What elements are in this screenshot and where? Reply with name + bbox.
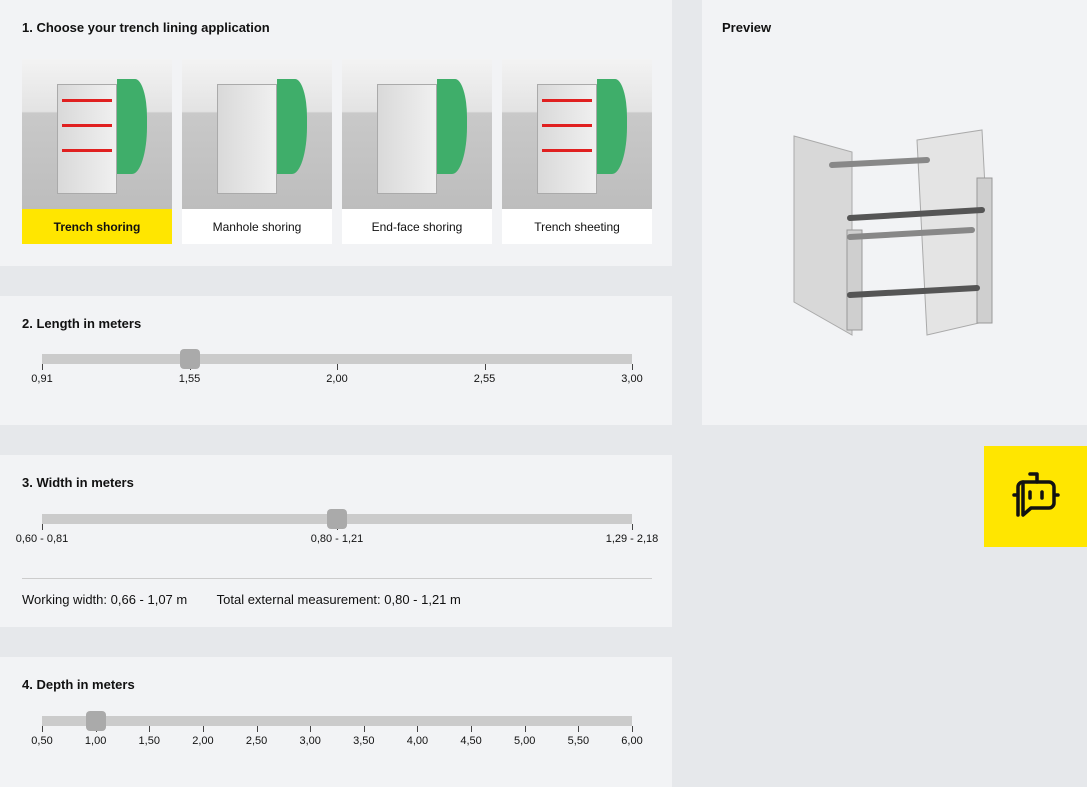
application-image [22,59,172,209]
slider-tick [417,726,419,732]
width-panel: 3. Width in meters 0,60 - 0,81 0,80 - 1,2… [0,455,672,627]
slider-tick [632,726,633,732]
slider-tick-label: 1,55 [178,373,201,385]
slider-tick-label: 6,00 [621,735,643,747]
slider-tick-label: 5,00 [514,735,536,747]
application-option-trench-shoring[interactable]: Trench shoring [22,59,172,244]
slider-tick [42,524,43,530]
depth-slider[interactable]: 0,50 1,00 1,50 2,00 2,50 3,00 3,50 4,00 4,50 5,00… [31,711,643,747]
slider-tick [524,726,526,732]
slider-tick-label: 3,50 [353,735,375,747]
application-label: End-face shoring [371,219,463,234]
application-options: Trench shoring Manhole shoring End-face sh… [22,59,652,244]
slider-tick [42,726,43,732]
slider-tick [471,726,473,732]
slider-tick-label: 3,00 [299,735,321,747]
slider-tick [632,364,633,370]
application-label: Manhole shoring [212,219,302,234]
depth-panel: 4. Depth in meters 0,50 1,00 1,50 2,00 2,50 3… [0,657,672,787]
slider-tick-label: 5,50 [567,735,590,747]
slider-tick [202,726,204,732]
slider-tick-label: 1,50 [138,735,160,747]
slider-tick [484,364,486,370]
length-slider[interactable]: 0,91 1,55 2,00 2,55 3,00 [31,349,643,385]
application-option-trench-sheeting[interactable]: Trench sheeting [502,59,652,244]
slider-thumb[interactable] [85,711,106,731]
slider-tick-label: 3,00 [621,373,643,385]
slider-tick-label: 0,91 [31,373,53,385]
width-slider[interactable]: 0,60 - 0,81 0,80 - 1,21 1,29 - 2,18 [16,509,658,545]
slider-tick-label: 2,50 [245,735,268,747]
depth-title: 4. Depth in meters [22,677,135,692]
application-image [502,59,652,209]
application-title: 1. Choose your trench lining application [22,20,270,35]
trench-box-preview-image [793,129,993,336]
preview-panel: Preview [702,0,1087,425]
slider-tick-label: 4,50 [460,735,482,747]
slider-thumb[interactable] [327,509,347,529]
slider-tick-label: 0,60 - 0,81 [15,533,69,545]
application-option-manhole-shoring[interactable]: Manhole shoring [182,59,332,244]
slider-tick [337,364,338,370]
slider-tick [363,726,365,732]
slider-thumb[interactable] [179,349,200,369]
slider-tick [42,364,43,370]
divider [22,578,652,579]
working-width: Working width: 0,66 - 1,07 m [22,592,188,607]
application-image [342,59,492,209]
chatbot-icon [1011,471,1060,517]
slider-tick [310,726,312,732]
slider-tick-label: 2,00 [192,735,214,747]
preview-title: Preview [722,20,772,35]
slider-tick [578,726,580,732]
length-title: 2. Length in meters [22,316,142,331]
width-title: 3. Width in meters [22,475,134,490]
application-option-end-face-shoring[interactable]: End-face shoring [342,59,492,244]
slider-tick-label: 4,00 [406,735,429,747]
slider-tick-label: 1,29 - 2,18 [605,533,659,545]
slider-tick [256,726,258,732]
application-label: Trench shoring [22,209,172,244]
slider-tick-label: 2,00 [326,373,348,385]
slider-tick-label: 0,50 [31,735,53,747]
length-panel: 2. Length in meters 0,91 1,55 2,00 2,55 3,00 [0,296,672,425]
slider-tick-label: 0,80 - 1,21 [310,533,364,545]
slider-tick-label: 2,55 [473,373,496,385]
application-panel: 1. Choose your trench lining application… [0,0,672,266]
chatbot-button[interactable] [984,446,1087,547]
application-label: Trench sheeting [534,219,620,234]
application-image [182,59,332,209]
slider-tick [149,726,151,732]
slider-tick-label: 1,00 [84,735,107,747]
total-external-measurement: Total external measurement: 0,80 - 1,21 … [216,592,461,607]
width-info: Working width: 0,66 - 1,07 m Total exter… [22,592,487,607]
slider-tick [632,524,633,530]
